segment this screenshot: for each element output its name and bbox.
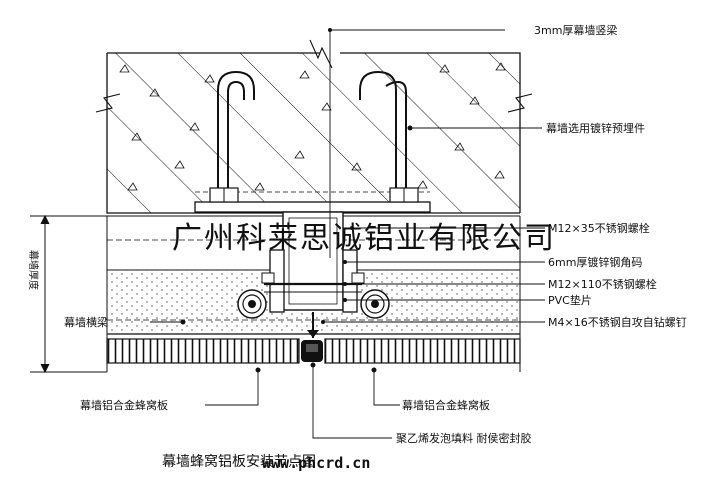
concrete-wall: [95, 39, 533, 214]
label-honeycomb-left: 幕墙铝合金蜂窝板: [80, 398, 168, 412]
company-watermark: 广州科莱思诚铝业有限公司: [172, 221, 556, 256]
angle-code: [261, 249, 365, 313]
foam-sealant-joint: [301, 340, 323, 362]
label-pvc-gasket: PVC垫片: [548, 293, 592, 307]
leader-lines: [150, 29, 545, 439]
label-embedded-part: 幕墙选用镀锌预埋件: [546, 121, 645, 135]
label-bolt-m12x35: M12×35不锈钢螺栓: [548, 221, 650, 235]
label-transom: 幕墙横梁: [64, 315, 108, 329]
self-drilling-screw: [307, 312, 319, 338]
label-honeycomb-right: 幕墙铝合金蜂窝板: [402, 398, 490, 412]
mullion-tube: [282, 211, 344, 311]
label-bolt-m12x110: M12×110不锈钢螺栓: [548, 277, 657, 291]
bolt-left: [237, 289, 267, 319]
label-angle-code: 6mm厚镀锌钢角码: [548, 255, 642, 269]
label-screw-m4x16: M4×16不锈钢自攻自钻螺钉: [548, 315, 687, 329]
anchor-bolts: [217, 70, 407, 192]
honeycomb-panel-right: [324, 338, 521, 364]
url-watermark: www.phcrd.cn: [262, 454, 370, 472]
label-wall-thickness: 幕墙厚度: [27, 250, 40, 290]
diagram-caption: 幕墙蜂窝铝板安装节点图: [162, 453, 316, 470]
label-foam-sealant: 聚乙烯发泡填料 耐侯密封胶: [396, 431, 532, 445]
leader-dots: [180, 28, 413, 373]
bolt-right: [360, 289, 390, 319]
label-mullion: 3mm厚幕墙竖梁: [534, 23, 617, 37]
honeycomb-panel-left: [106, 338, 300, 364]
thickness-dimension: [30, 214, 107, 374]
